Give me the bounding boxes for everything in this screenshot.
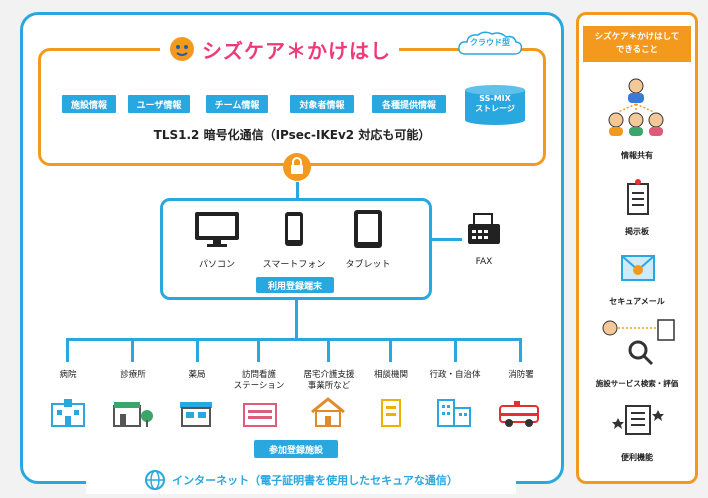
drop-line [389, 338, 392, 362]
cloud-badge: クラウド型 [456, 30, 524, 56]
facility-consultation: 相談機関 [373, 370, 408, 380]
facility-care-support: 居宅介護支援 事業所など [303, 370, 355, 391]
product-title: シズケア＊かけはし [160, 34, 399, 64]
title-text: シズケア＊かけはし [202, 38, 391, 63]
lock-icon [283, 153, 311, 181]
clinic-icon [113, 402, 153, 427]
people-sharing-icon [608, 78, 664, 136]
government-icon [437, 399, 471, 427]
drop-line [519, 338, 522, 362]
facility-search-icon [602, 319, 675, 366]
feature-secure-mail: セキュアメール [609, 297, 665, 306]
drop-line [66, 338, 69, 362]
home-nursing-icon [243, 403, 277, 427]
secure-mail-icon [621, 255, 655, 281]
convenience-icon [612, 405, 664, 435]
chip-facility-info: 施設情報 [62, 95, 116, 113]
label-smartphone: スマートフォン [262, 260, 326, 270]
globe-icon [145, 470, 166, 490]
feature-bulletin-board: 掲示板 [625, 227, 649, 236]
drop-line [327, 338, 330, 362]
hospital-icon [51, 399, 85, 427]
facility-hospital: 病院 [59, 370, 77, 380]
pharmacy-icon [180, 402, 212, 427]
connector-line [296, 182, 299, 198]
storage-line1: SS-MIX [479, 94, 511, 103]
registered-facility-label: 参加登録施設 [254, 440, 338, 458]
chip-subject-info: 対象者情報 [290, 95, 354, 113]
drop-line [131, 338, 134, 362]
facility-clinic: 診療所 [120, 370, 146, 380]
logo-icon [170, 37, 194, 61]
trunk-line [295, 300, 298, 338]
storage-line2: ストレージ [475, 104, 515, 113]
house-icon [311, 397, 345, 427]
features-heading-line2: できること [615, 45, 659, 55]
monitor-icon [195, 212, 239, 247]
fax-connector [432, 238, 462, 241]
chip-provided-info: 各種提供情報 [372, 95, 446, 113]
cloud-icon [458, 31, 523, 55]
chip-user-info: ユーザ情報 [128, 95, 190, 113]
smartphone-icon [285, 212, 303, 246]
branch-line [66, 338, 522, 341]
bulletin-board-icon [627, 179, 649, 215]
drop-line [196, 338, 199, 362]
chip-team-info: チーム情報 [206, 95, 268, 113]
facility-fire-station: 消防署 [508, 370, 534, 380]
feature-info-sharing: 情報共有 [621, 151, 653, 160]
tablet-icon [354, 210, 382, 248]
tls-caption: TLS1.2 暗号化通信（IPsec-IKEv2 対応も可能） [153, 128, 431, 142]
label-fax: FAX [475, 257, 493, 267]
facility-home-nursing: 訪問看護 ステーション [233, 370, 285, 391]
feature-facility-search: 施設サービス検索・評価 [595, 379, 679, 388]
internet-caption-bar: インターネット（電子証明書を使用したセキュアな通信） [86, 466, 516, 494]
label-pc: パソコン [198, 260, 235, 270]
features-heading-line1: シズケア＊かけはして [594, 32, 680, 42]
cloud-label: クラウド型 [470, 38, 510, 47]
drop-line [257, 338, 260, 362]
facility-government: 行政・自治体 [429, 370, 481, 380]
fax-icon [468, 213, 500, 244]
features-heading: シズケア＊かけはして できること [583, 26, 691, 62]
consultation-icon [381, 399, 401, 427]
registered-terminal-label: 利用登録端末 [256, 277, 334, 293]
feature-convenience: 便利機能 [621, 453, 653, 462]
database-icon [465, 85, 525, 125]
ambulance-icon [499, 401, 539, 427]
drop-line [454, 338, 457, 362]
label-tablet: タブレット [345, 260, 391, 270]
facility-pharmacy: 薬局 [188, 370, 206, 380]
internet-caption: インターネット（電子証明書を使用したセキュアな通信） [172, 474, 458, 487]
